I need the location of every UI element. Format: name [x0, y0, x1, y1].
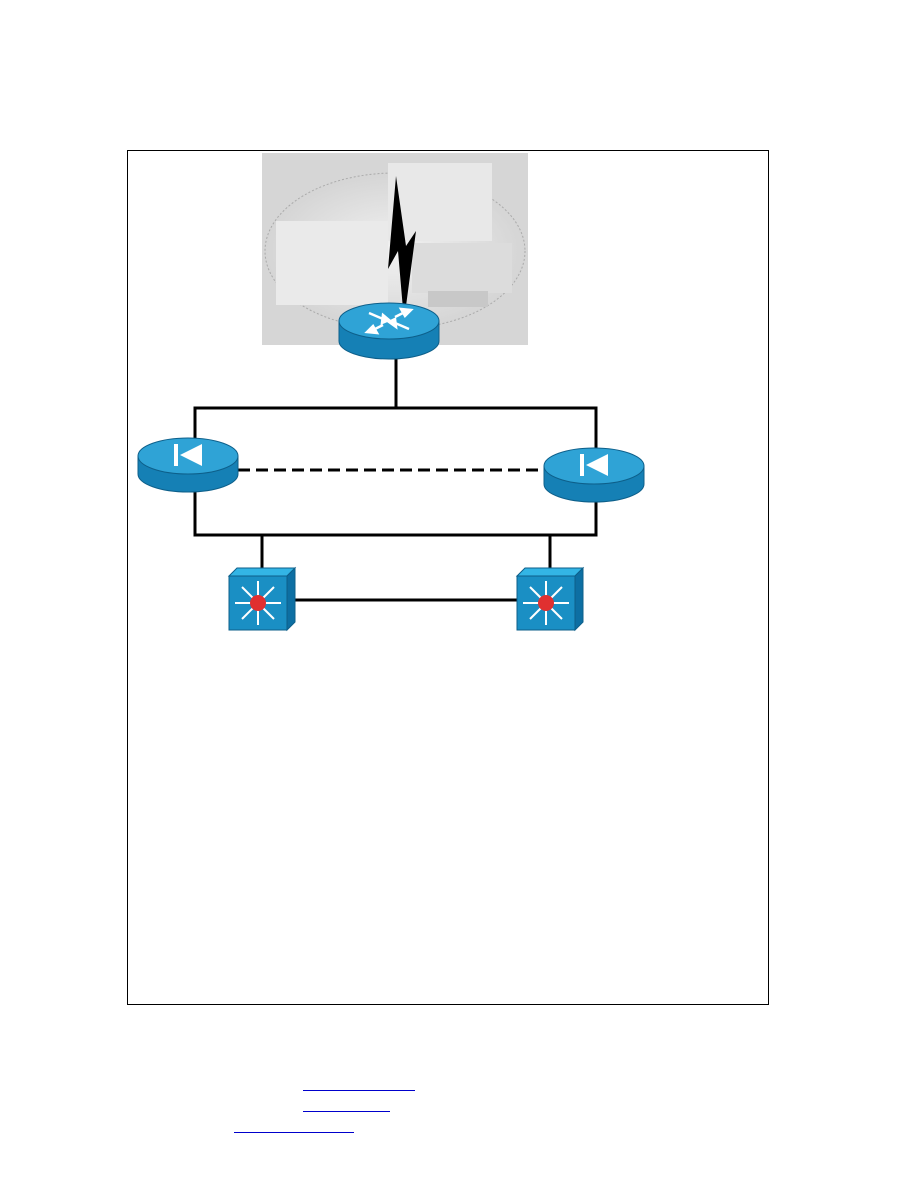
wan-router[interactable]: [338, 302, 440, 360]
footer-link-2[interactable]: [303, 1111, 390, 1112]
router-icon: [137, 437, 239, 493]
footer-link-3[interactable]: [234, 1132, 354, 1133]
topology-lines: [193, 359, 598, 602]
footer-link-1[interactable]: [303, 1090, 415, 1091]
right-router[interactable]: [543, 447, 645, 503]
diagram-frame: [127, 150, 769, 1005]
multilayer-switch-icon: [515, 566, 585, 632]
right-switch[interactable]: [515, 566, 585, 632]
lightning-bolt-icon: [388, 176, 416, 321]
router-icon: [338, 302, 440, 360]
network-diagram: [137, 153, 645, 632]
multilayer-switch-icon: [227, 566, 297, 632]
left-switch[interactable]: [227, 566, 297, 632]
left-router[interactable]: [137, 437, 239, 493]
router-icon: [543, 447, 645, 503]
